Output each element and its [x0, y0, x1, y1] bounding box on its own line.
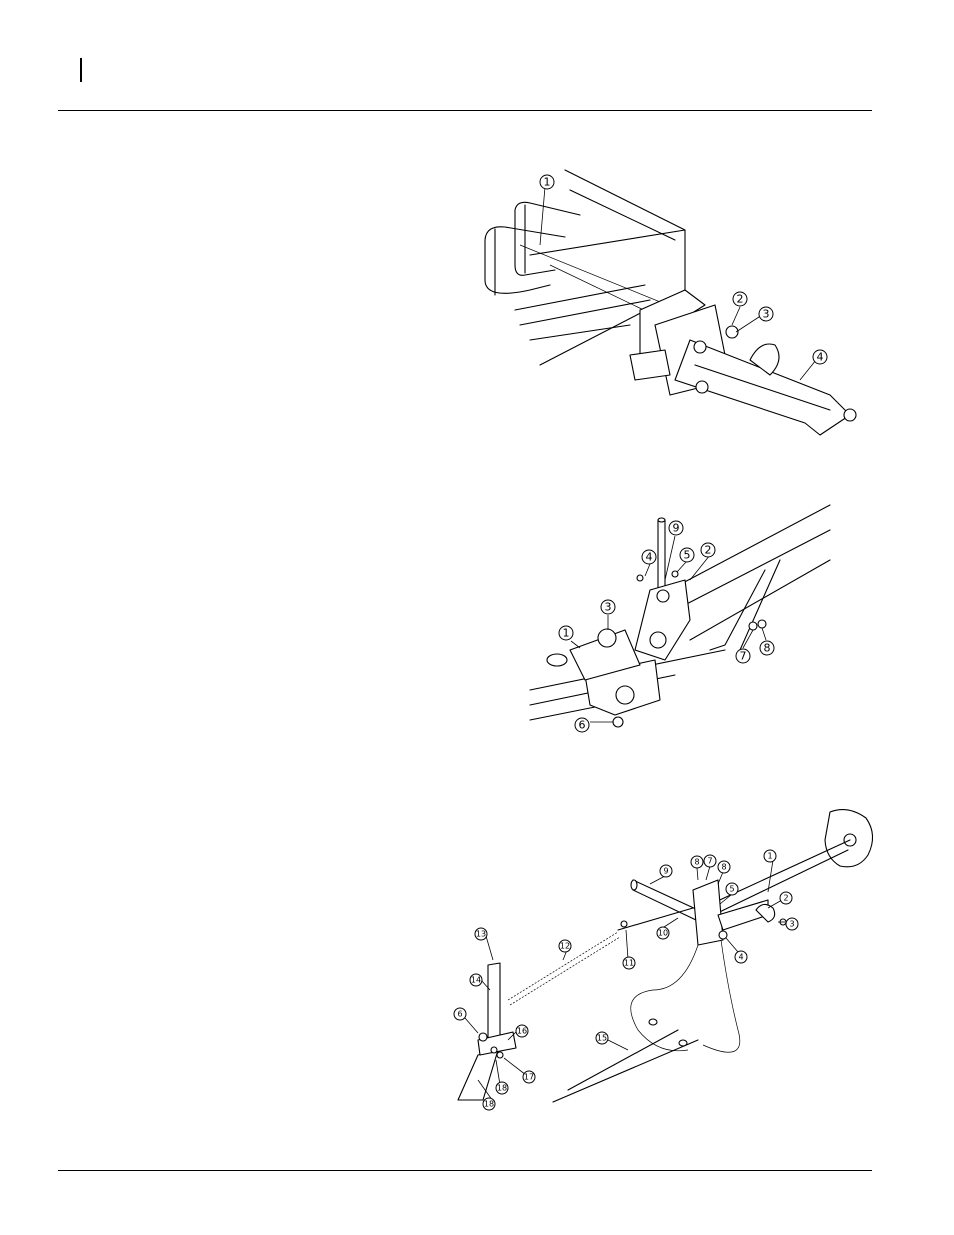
callout-7: 7 [736, 649, 750, 663]
svg-text:3: 3 [789, 920, 794, 929]
figure-2-drawing: 1 2 3 4 5 6 7 8 9 [525, 500, 835, 745]
callout-2: 2 [780, 892, 792, 904]
svg-text:15: 15 [597, 1034, 607, 1043]
callout-8: 8 [760, 641, 774, 655]
figure-1-drawing: 1 2 3 4 [470, 165, 880, 445]
callout-4: 4 [642, 550, 656, 564]
callout-8b: 8 [718, 861, 730, 873]
callout-5: 5 [680, 548, 694, 562]
callout-13: 13 [475, 928, 487, 940]
svg-text:14: 14 [471, 976, 481, 985]
svg-text:8: 8 [694, 858, 699, 867]
callout-15: 15 [596, 1032, 608, 1044]
callout-16: 16 [516, 1025, 528, 1037]
footer-rule [58, 1170, 872, 1171]
svg-text:6: 6 [579, 719, 586, 732]
callout-17: 17 [523, 1071, 535, 1083]
callout-9: 9 [669, 521, 683, 535]
callout-7: 7 [704, 855, 716, 867]
callout-6: 6 [575, 718, 589, 732]
callout-3: 3 [786, 918, 798, 930]
svg-text:2: 2 [737, 293, 744, 306]
svg-text:10: 10 [658, 929, 668, 938]
callout-1: 1 [764, 850, 776, 862]
callout-1: 1 [540, 175, 554, 189]
svg-text:8: 8 [764, 642, 771, 655]
svg-text:5: 5 [684, 549, 691, 562]
callout-4: 4 [735, 951, 747, 963]
svg-text:4: 4 [817, 351, 824, 364]
callout-18: 18 [496, 1082, 508, 1094]
svg-text:1: 1 [767, 852, 772, 861]
svg-text:18: 18 [497, 1084, 507, 1093]
svg-text:2: 2 [705, 544, 712, 557]
callout-10: 10 [657, 927, 669, 939]
figure-1: 1 2 3 4 [470, 165, 880, 445]
callout-5: 5 [726, 883, 738, 895]
svg-text:7: 7 [740, 650, 747, 663]
callout-14: 14 [470, 974, 482, 986]
callout-8: 8 [691, 856, 703, 868]
svg-text:5: 5 [729, 885, 734, 894]
figure-2: 1 2 3 4 5 6 7 8 9 [525, 500, 835, 745]
header-rule [58, 110, 872, 111]
svg-text:1: 1 [563, 627, 570, 640]
callout-11: 11 [623, 957, 635, 969]
figure-3-drawing: 1 2 3 4 5 6 7 8 8 9 10 11 12 13 14 15 16… [438, 800, 888, 1110]
svg-text:12: 12 [560, 942, 570, 951]
figure-3: 1 2 3 4 5 6 7 8 8 9 10 11 12 13 14 15 16… [438, 800, 888, 1110]
page-edge-mark [80, 58, 82, 82]
svg-text:13: 13 [476, 930, 486, 939]
callout-1: 1 [559, 626, 573, 640]
svg-text:18: 18 [484, 1100, 494, 1109]
svg-text:2: 2 [783, 894, 788, 903]
callout-2: 2 [733, 292, 747, 306]
svg-text:6: 6 [457, 1010, 462, 1019]
svg-text:4: 4 [738, 953, 743, 962]
svg-text:3: 3 [605, 601, 612, 614]
callout-6: 6 [454, 1008, 466, 1020]
svg-text:3: 3 [763, 308, 770, 321]
svg-text:11: 11 [624, 959, 634, 968]
svg-text:1: 1 [544, 176, 551, 189]
callout-2: 2 [701, 543, 715, 557]
callout-9: 9 [660, 865, 672, 877]
callout-18b: 18 [483, 1098, 495, 1110]
svg-text:17: 17 [524, 1073, 534, 1082]
svg-text:4: 4 [646, 551, 653, 564]
callout-12: 12 [559, 940, 571, 952]
svg-text:9: 9 [673, 522, 680, 535]
callout-3: 3 [601, 600, 615, 614]
svg-text:8: 8 [721, 863, 726, 872]
svg-text:9: 9 [663, 867, 668, 876]
callout-4: 4 [813, 350, 827, 364]
svg-text:16: 16 [517, 1027, 527, 1036]
callout-3: 3 [759, 307, 773, 321]
svg-text:7: 7 [707, 857, 712, 866]
